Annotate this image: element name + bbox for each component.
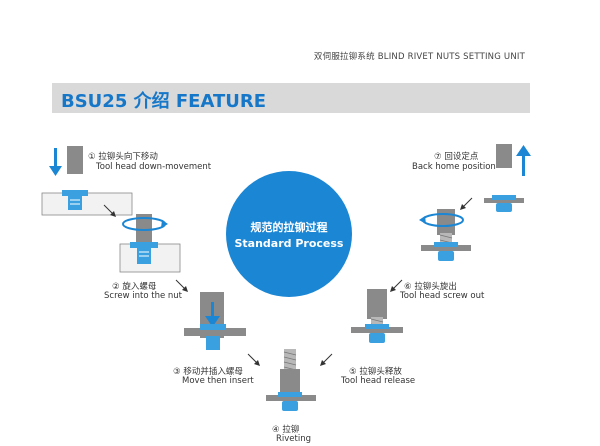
up-arrow-icon	[516, 145, 531, 156]
step-6-illustration	[419, 209, 471, 261]
step-7-label-en: Back home position	[412, 162, 496, 172]
page-title: BSU25 介绍 FEATURE	[61, 91, 267, 112]
workpiece-plate	[266, 395, 316, 401]
step-2-label-en: Screw into the nut	[104, 291, 183, 301]
rivet-nut-head	[365, 324, 389, 329]
arrow-icon	[247, 353, 260, 366]
step-1-illustration	[41, 146, 133, 216]
rivet-nut-body	[496, 203, 512, 212]
step-4-label-en: Riveting	[276, 434, 312, 444]
step-5-label-zh: ⑤ 拉铆头释放	[349, 367, 402, 377]
step-3-label-en: Move then insert	[182, 376, 254, 386]
workpiece-plate	[484, 198, 524, 203]
step-7-illustration	[484, 144, 531, 212]
workpiece-plate	[184, 328, 246, 336]
center-title-en: Standard Process	[234, 237, 344, 250]
header-tag: 双伺服拉铆系统 BLIND RIVET NUTS SETTING UNIT	[313, 52, 525, 62]
down-arrow-icon	[205, 316, 220, 327]
tool-body	[496, 144, 512, 168]
rivet-nut-head	[62, 190, 88, 196]
title-bar: BSU25 介绍 FEATURE	[52, 83, 530, 113]
workpiece-plate	[421, 245, 471, 251]
tool-body	[280, 369, 300, 397]
rivet-nut-head	[492, 195, 516, 200]
step-2-label-zh: ② 旋入螺母	[112, 282, 157, 292]
rivet-nut-head	[130, 242, 158, 248]
step-4-label-zh: ④ 拉铆	[272, 425, 300, 435]
down-arrow-shaft	[54, 148, 57, 168]
arrow-icon	[390, 279, 403, 292]
step-5-label-en: Tool head release	[341, 376, 416, 386]
rivet-nut-head	[434, 242, 458, 247]
step-4-illustration	[266, 349, 316, 411]
step-2-illustration	[119, 214, 181, 273]
rivet-nut-body	[282, 401, 298, 411]
step-5-illustration	[351, 289, 403, 343]
center-circle: 规范的拉铆过程 Standard Process	[226, 171, 352, 297]
rivet-nut-head	[278, 392, 302, 397]
step-6-label-zh: ⑥ 拉铆头旋出	[404, 282, 457, 292]
step-7-label-zh: ⑦ 回设定点	[434, 152, 479, 162]
rivet-nut-body	[206, 336, 220, 350]
rivet-nut-body	[369, 333, 385, 343]
center-title-zh: 规范的拉铆过程	[250, 221, 328, 234]
arrow-icon	[175, 279, 188, 292]
step-6-label-en: Tool head screw out	[400, 291, 485, 301]
tool-body	[67, 146, 83, 174]
step-3-label-zh: ③ 移动并插入螺母	[173, 367, 243, 377]
tool-body	[437, 209, 455, 235]
rivet-nut-body	[438, 251, 454, 261]
arrow-icon	[103, 204, 116, 217]
arrow-icon	[460, 197, 473, 210]
workpiece-plate	[351, 327, 403, 333]
step-3-illustration	[184, 292, 246, 350]
rivet-nut-head	[200, 324, 226, 330]
step-1-label-en: Tool head down-movement	[96, 162, 212, 172]
arrow-icon	[320, 353, 333, 366]
tool-body	[367, 289, 387, 319]
up-arrow-shaft	[522, 154, 525, 176]
step-1-label-zh: ① 拉铆头向下移动	[88, 152, 158, 162]
down-arrow-icon	[49, 166, 62, 176]
rivet-nut-body	[68, 196, 82, 210]
